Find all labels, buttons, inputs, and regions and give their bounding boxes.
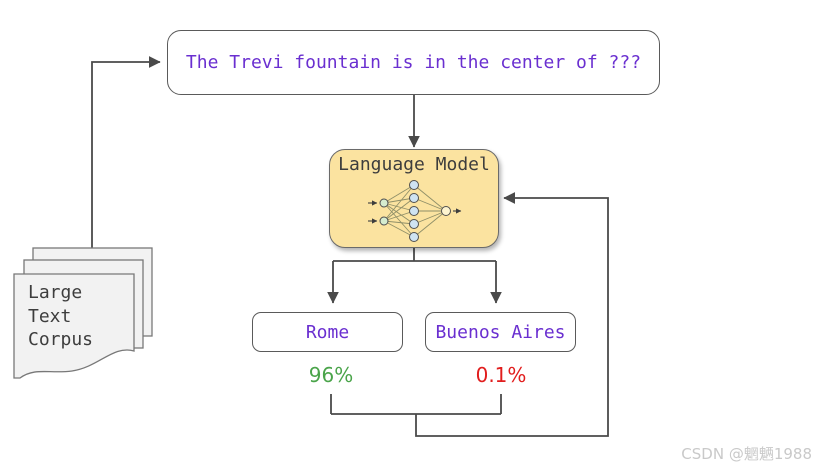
corpus-label-line: Text: [28, 305, 72, 327]
candidate-rome-label: Rome: [305, 321, 350, 343]
candidate-buenos-aires-box: Buenos Aires: [425, 312, 576, 352]
corpus-label-line: Corpus: [28, 329, 94, 350]
corpus-label: Large Text Corpus: [28, 281, 93, 352]
corpus-label-line: Large: [28, 282, 83, 303]
model-to-candidates-connector: [333, 248, 496, 262]
language-model-box: Language Model: [329, 149, 499, 248]
nn-output-node: [441, 206, 451, 216]
corpus-to-prompt-arrow: [91, 56, 161, 250]
probability-buenos-aires: 0.1%: [475, 363, 527, 387]
nn-input-node: [379, 198, 389, 208]
candidate-buenos-aires-label: Buenos Aires: [435, 321, 566, 343]
nn-input-node: [379, 216, 389, 226]
nn-links: [383, 184, 447, 238]
prompt-box: The Trevi fountain is in the center of ?…: [167, 30, 660, 95]
nn-hidden-node: [409, 206, 419, 216]
nn-hidden-node: [409, 180, 419, 190]
language-model-title: Language Model: [338, 154, 490, 175]
nn-io-arrows: [368, 200, 462, 224]
candidate-rome-box: Rome: [252, 312, 403, 352]
nn-hidden-node: [409, 232, 419, 242]
nn-hidden-node: [409, 193, 419, 203]
probability-rome: 96%: [308, 363, 354, 387]
nn-hidden-node: [409, 219, 419, 229]
neural-network-icon: [368, 180, 462, 242]
watermark: CSDN @魍魉1988: [681, 445, 812, 463]
prompt-text: The Trevi fountain is in the center of ?…: [185, 52, 642, 73]
probabilities-join-connector: [330, 394, 502, 415]
